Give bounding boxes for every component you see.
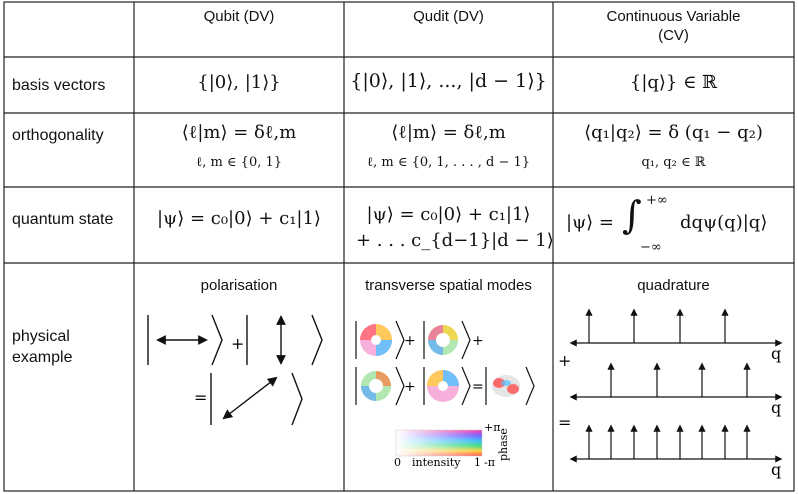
quadrature-diagram: q q q + = — [558, 308, 783, 479]
state-cv-integral: ∫ — [622, 193, 642, 237]
axis-1-label: q — [771, 344, 781, 363]
state-qubit: |ψ⟩ = c₀|0⟩ + c₁|1⟩ — [157, 208, 321, 229]
state-cv-lhs: |ψ⟩ = — [566, 212, 615, 233]
spatial-modes-title: transverse spatial modes — [365, 277, 532, 294]
spatial-modes-diagram: + + + = 0 intensity 1 +π -π phase — [355, 320, 535, 469]
basis-cv: {|q⟩} ∈ ℝ — [629, 72, 718, 93]
state-cv-integrand: dqψ(q)|q⟩ — [680, 212, 768, 233]
polarisation-equals: = — [194, 388, 207, 407]
phase-top: +π — [484, 421, 500, 434]
axis-3-label: q — [771, 460, 781, 479]
svg-text:+: + — [404, 379, 416, 395]
ket-angle-h — [211, 314, 223, 366]
mode-a — [360, 324, 392, 356]
ket-angle-d — [291, 372, 303, 426]
row-label-physical-line1: physical — [12, 328, 70, 345]
mode-b — [428, 325, 458, 355]
quadrature-title: quadrature — [637, 277, 710, 294]
orth-cv-sub: q₁, q₂ ∈ ℝ — [641, 155, 706, 170]
colorbar-label: intensity — [412, 456, 461, 469]
header-qubit: Qubit (DV) — [203, 8, 275, 25]
header-qudit: Qudit (DV) — [413, 8, 484, 25]
quadrature-equals: = — [558, 413, 571, 432]
basis-qudit: {|0⟩, |1⟩, ..., |d − 1⟩} — [350, 70, 547, 92]
svg-text:+: + — [404, 333, 416, 349]
state-cv-upper: +∞ — [646, 193, 668, 208]
state-qudit-line1: |ψ⟩ = c₀|0⟩ + c₁|1⟩ — [366, 204, 531, 225]
row-label-orthogonality: orthogonality — [12, 127, 104, 144]
orth-qubit-sub: ℓ, m ∈ {0, 1} — [195, 155, 283, 170]
polarisation-plus: + — [231, 334, 244, 353]
polarisation-diagram: + = — [147, 314, 323, 426]
phase-label: phase — [497, 428, 510, 461]
svg-text:=: = — [472, 379, 484, 395]
mode-c — [361, 371, 391, 401]
mode-e — [492, 375, 520, 397]
state-cv-lower: −∞ — [640, 240, 662, 255]
orth-qudit-sub: ℓ, m ∈ {0, 1, . . . , d − 1} — [366, 155, 531, 170]
colorbar-min: 0 — [394, 456, 401, 469]
state-qudit-line2: + . . . c_{d−1}|d − 1⟩ — [356, 230, 554, 251]
polarisation-title: polarisation — [200, 277, 278, 294]
svg-text:+: + — [472, 333, 484, 349]
arrow-diagonal — [222, 376, 278, 420]
quadrature-plus: + — [558, 351, 571, 370]
phase-bottom: -π — [484, 456, 495, 469]
axis-2-label: q — [771, 398, 781, 417]
ket-angle-v — [311, 314, 323, 366]
basis-qubit: {|0⟩, |1⟩} — [197, 72, 281, 93]
header-cv: Continuous Variable (CV) — [553, 8, 794, 46]
orth-qubit: ⟨ℓ|m⟩ = δℓ,m — [181, 122, 297, 143]
mode-d — [427, 370, 459, 402]
colorbar-max: 1 — [474, 456, 481, 469]
orth-cv: ⟨q₁|q₂⟩ = δ (q₁ − q₂) — [584, 122, 763, 143]
row-label-basis: basis vectors — [12, 77, 106, 94]
header-cv-line1: Continuous Variable — [606, 8, 741, 25]
row-label-quantum-state: quantum state — [12, 211, 114, 228]
row-label-physical-line2: example — [12, 349, 73, 366]
colorbar — [395, 429, 483, 457]
header-cv-line2: (CV) — [658, 26, 689, 44]
orth-qudit: ⟨ℓ|m⟩ = δℓ,m — [391, 122, 506, 143]
